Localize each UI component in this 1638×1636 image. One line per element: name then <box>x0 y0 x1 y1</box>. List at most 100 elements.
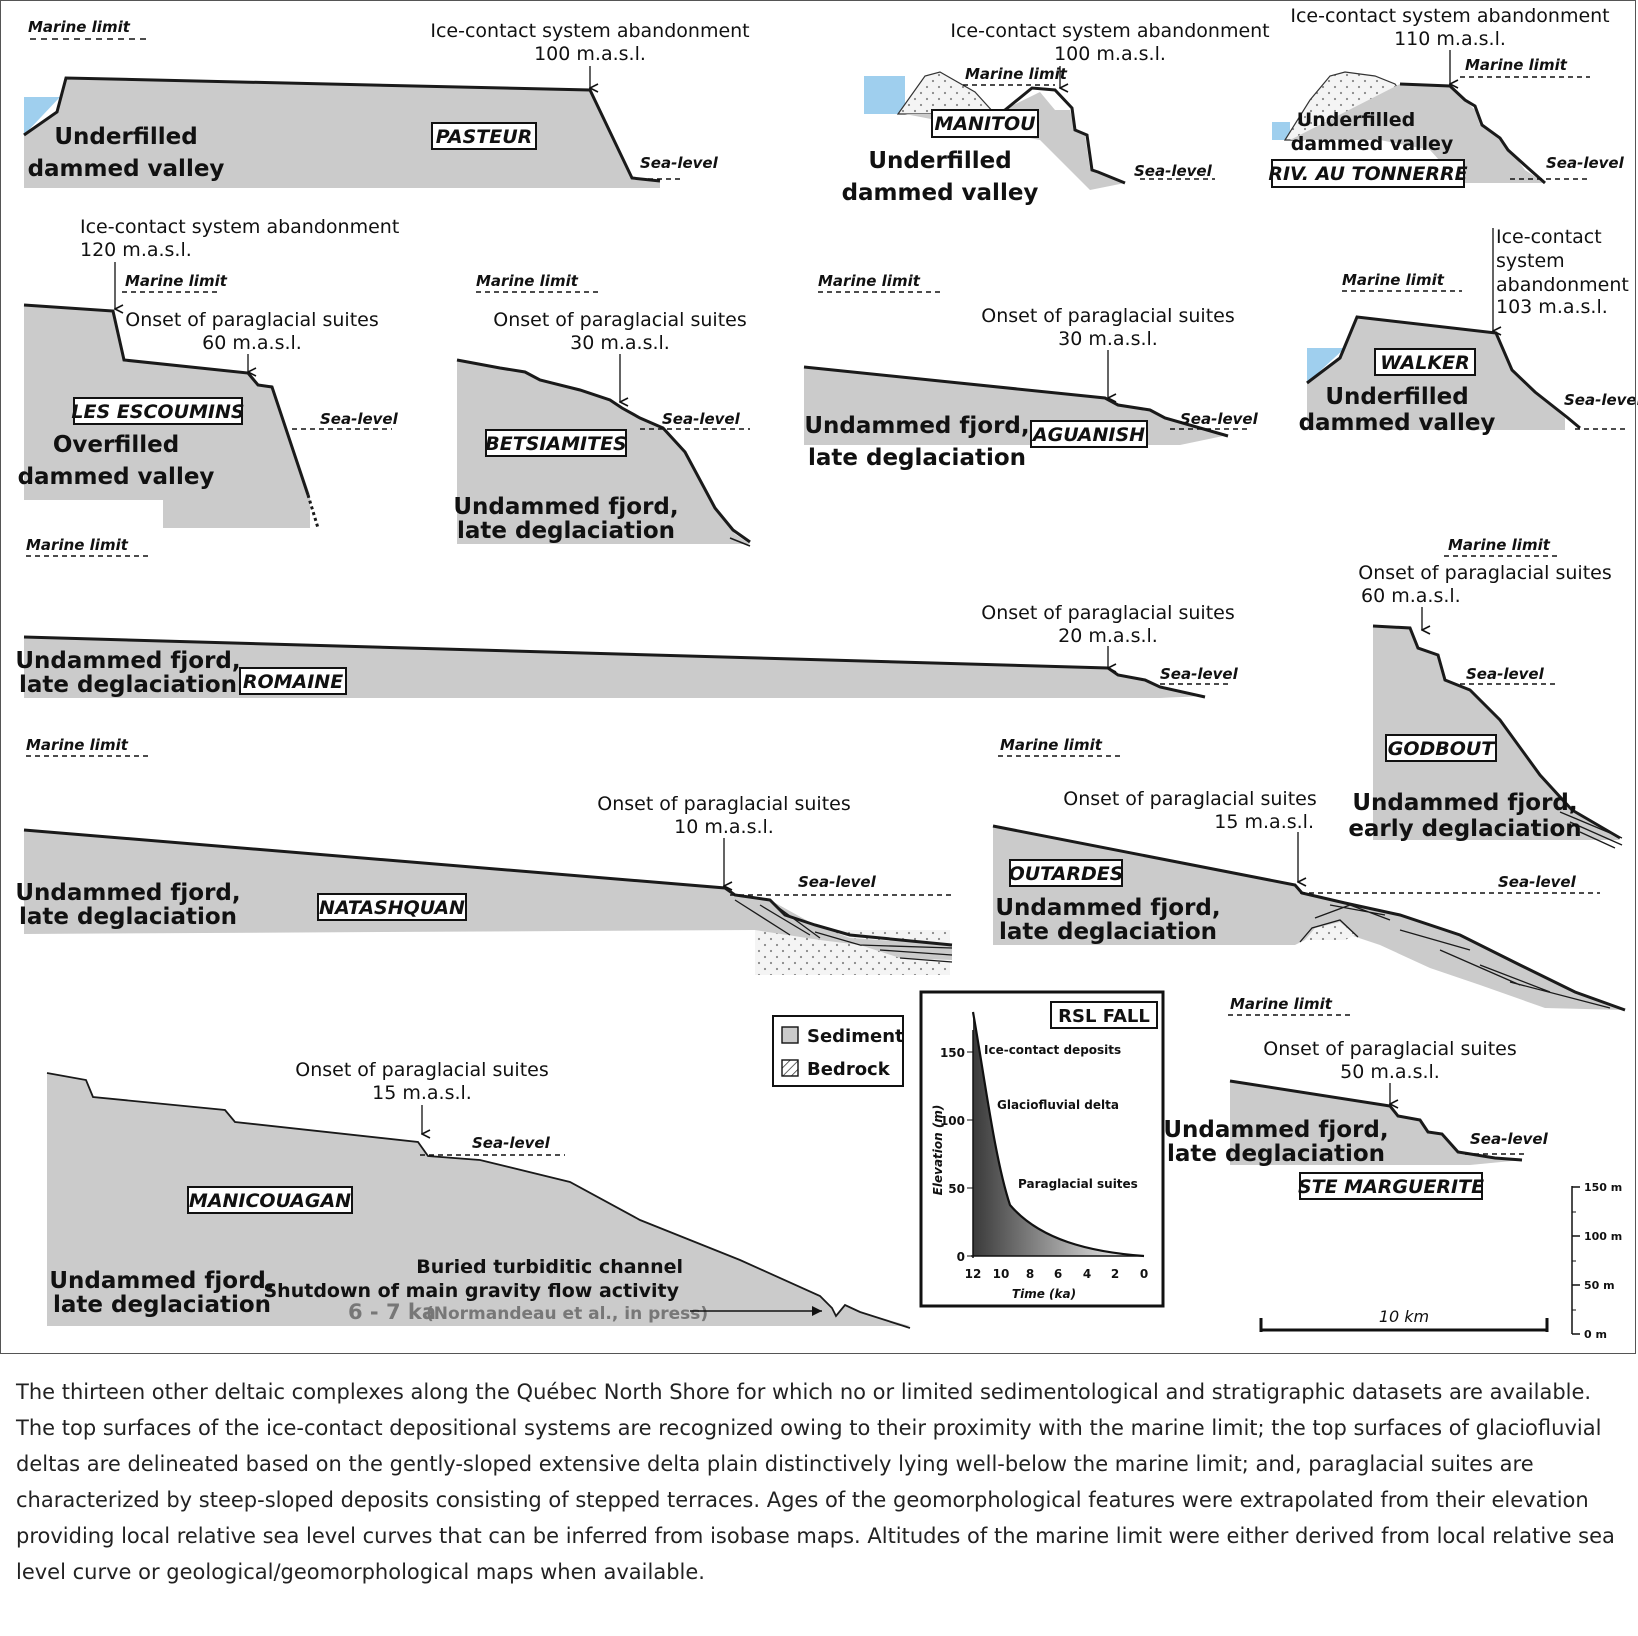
onset-label: Onset of paraglacial suites <box>1358 562 1612 584</box>
profile-aguanish: Sea-level Marine limit Onset of paraglac… <box>803 272 1259 471</box>
marine-limit-label: Marine limit <box>26 536 129 554</box>
site-name: GODBOUT <box>1388 738 1497 760</box>
ica-label: Ice-contact system abandonment <box>1290 5 1609 27</box>
class-line1: Underfilled <box>54 124 197 150</box>
rsl-area <box>973 1012 1144 1256</box>
x-ticks: 12 10 8 6 4 2 0 <box>965 1267 1149 1281</box>
site-name: BETSIAMITES <box>485 433 626 455</box>
class-line2: late deglaciation <box>19 672 237 698</box>
y-tick: 50 <box>948 1182 965 1196</box>
horizontal-scale: 10 km <box>1259 1307 1549 1332</box>
ica-elevation: 110 m.a.s.l. <box>1394 28 1506 50</box>
ica-elevation: 120 m.a.s.l. <box>80 239 192 261</box>
rsl-curve <box>971 1011 1145 1258</box>
scale-10km: 10 km <box>1379 1307 1429 1326</box>
onset-elevation: 10 m.a.s.l. <box>674 816 774 838</box>
onset-label: Onset of paraglacial suites <box>1063 788 1317 810</box>
sea-level-label: Sea-level <box>1466 665 1545 683</box>
site-name: MANICOUAGAN <box>189 1190 351 1212</box>
y-tick: 100 <box>940 1114 965 1128</box>
onset-elevation: 20 m.a.s.l. <box>1058 625 1158 647</box>
ica-label: Ice-contact system abandonment <box>430 20 749 42</box>
ica-elevation: 100 m.a.s.l. <box>1054 43 1166 65</box>
phase-paraglacial: Paraglacial suites <box>1018 1177 1138 1191</box>
onset-elevation: 30 m.a.s.l. <box>1058 328 1158 350</box>
figure-panel: Marine limit Sea-level Ice-contact syste… <box>0 0 1638 1354</box>
class-line2: late deglaciation <box>1167 1141 1385 1167</box>
class-line1: Undammed fjord, <box>15 648 240 674</box>
ica-line3: abandonment <box>1496 274 1629 296</box>
scale-100: 100 m <box>1584 1230 1622 1243</box>
ica-label: Ice-contact system abandonment <box>950 20 1269 42</box>
legend-bedrock: Bedrock <box>807 1059 891 1080</box>
legend: Sediment Bedrock <box>772 1015 904 1087</box>
y-ticks: 150 100 50 0 <box>940 1046 973 1264</box>
y-tick: 0 <box>957 1250 965 1264</box>
marine-limit-label: Marine limit <box>476 272 579 290</box>
class-line1: Undammed fjord, <box>453 494 678 520</box>
sediment-swatch <box>781 1026 799 1044</box>
x-tick: 8 <box>1026 1267 1034 1281</box>
site-name: OUTARDES <box>1009 863 1124 885</box>
onset-elevation: 50 m.a.s.l. <box>1340 1061 1440 1083</box>
legend-sediment: Sediment <box>807 1026 904 1047</box>
site-name: NATASHQUAN <box>319 897 465 919</box>
profile-manitou: Sea-level Marine limit Ice-contact syste… <box>842 20 1270 206</box>
class-line2: late deglaciation <box>457 518 675 544</box>
site-name: PASTEUR <box>436 126 533 148</box>
site-name: ROMAINE <box>243 671 343 693</box>
scale-50: 50 m <box>1584 1279 1615 1292</box>
class-line1: Undammed fjord, <box>49 1268 274 1294</box>
site-name: LES ESCOUMINS <box>71 401 244 423</box>
marine-limit-label: Marine limit <box>1448 536 1551 554</box>
x-tick: 0 <box>1140 1267 1148 1281</box>
inset-xlabel: Time (ka) <box>1012 1287 1076 1301</box>
onset-label: Onset of paraglacial suites <box>295 1059 549 1081</box>
onset-label: Onset of paraglacial suites <box>981 305 1235 327</box>
marine-limit-label: Marine limit <box>28 18 131 36</box>
class-line1: Underfilled <box>868 148 1011 174</box>
sea-level-label: Sea-level <box>472 1134 551 1152</box>
class-line2: late deglaciation <box>19 904 237 930</box>
profile-riv-au-tonnerre: Sea-level Marine limit Ice-contact syste… <box>1268 5 1625 188</box>
reference-label: (Normandeau et al., in press) <box>426 1304 708 1324</box>
onset-elevation: 15 m.a.s.l. <box>1214 811 1314 833</box>
sea-level-label: Sea-level <box>1546 154 1625 172</box>
onset-elevation: 30 m.a.s.l. <box>570 332 670 354</box>
marine-limit-label: Marine limit <box>1465 56 1568 74</box>
class-line2: early deglaciation <box>1348 816 1581 842</box>
marine-limit-label: Marine limit <box>818 272 921 290</box>
class-line2: late deglaciation <box>999 919 1217 945</box>
class-line1: Undammed fjord, <box>1352 790 1577 816</box>
x-tick: 2 <box>1111 1267 1119 1281</box>
profile-ste-marguerite: Marine limit Sea-level Onset of paraglac… <box>1163 995 1549 1200</box>
marine-limit-label: Marine limit <box>1000 736 1103 754</box>
age-label: 6 - 7 ka <box>348 1300 436 1324</box>
site-name: WALKER <box>1380 352 1469 374</box>
ica-label: Ice-contact system abandonment <box>80 216 399 238</box>
y-tick: 150 <box>940 1046 965 1060</box>
onset-elevation: 60 m.a.s.l. <box>1361 585 1461 607</box>
sea-level-label: Sea-level <box>1160 665 1239 683</box>
onset-label: Onset of paraglacial suites <box>597 793 851 815</box>
class-line2: dammed valley <box>18 464 215 490</box>
site-name: STE MARGUERITE <box>1298 1176 1484 1198</box>
ica-line1: Ice-contact <box>1496 226 1602 248</box>
ica-line2: system <box>1496 250 1565 272</box>
sea-level-label: Sea-level <box>320 410 399 428</box>
marine-limit-label: Marine limit <box>1230 995 1333 1013</box>
figure-caption: The thirteen other deltaic complexes alo… <box>16 1380 1615 1584</box>
site-name: AGUANISH <box>1031 424 1145 446</box>
onset-label: Onset of paraglacial suites <box>125 309 379 331</box>
sea-level-label: Sea-level <box>640 154 719 172</box>
x-tick: 6 <box>1054 1267 1062 1281</box>
class-line2: late deglaciation <box>808 445 1026 471</box>
profile-betsiamites: Sea-level Marine limit Onset of paraglac… <box>453 272 751 547</box>
onset-label: Onset of paraglacial suites <box>981 602 1235 624</box>
sea-level-label: Sea-level <box>1180 410 1259 428</box>
site-name: RIV. AU TONNERRE <box>1268 163 1467 185</box>
vertical-scale: 150 m 100 m 50 m 0 m <box>1571 1181 1622 1341</box>
class-line1: Undammed fjord, <box>995 895 1220 921</box>
onset-label: Onset of paraglacial suites <box>1263 1038 1517 1060</box>
onset-elevation: 60 m.a.s.l. <box>202 332 302 354</box>
